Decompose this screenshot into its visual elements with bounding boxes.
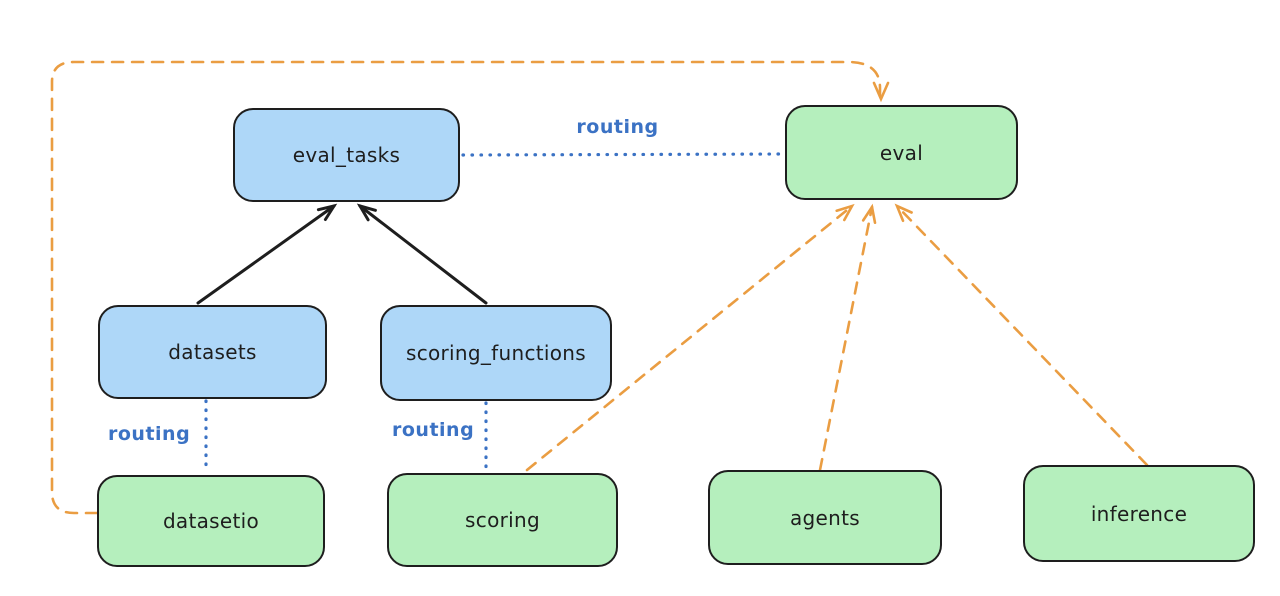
- edge-datasets-to-eval_tasks: [196, 203, 338, 305]
- arrowhead-icon: [894, 203, 913, 223]
- arrowhead-icon: [356, 203, 377, 222]
- node-datasets-label: datasets: [168, 340, 257, 364]
- node-scoring-label: scoring: [465, 508, 540, 532]
- node-datasets: datasets: [98, 305, 327, 399]
- edge-eval_tasks-to-eval-routing: [461, 152, 788, 157]
- node-scoring-functions: scoring_functions: [380, 305, 612, 401]
- node-inference-label: inference: [1090, 501, 1188, 526]
- routing-label-scoring_functions-scoring: routing: [392, 419, 475, 441]
- node-agents: agents: [708, 470, 942, 565]
- node-scoring: scoring: [387, 473, 618, 567]
- arrowhead-icon: [316, 203, 338, 221]
- edge-scoring_functions-to-eval_tasks: [356, 203, 488, 305]
- edge-scoring-to-eval: [525, 203, 855, 472]
- node-eval-tasks: eval_tasks: [233, 108, 460, 202]
- node-datasetio: datasetio: [97, 475, 325, 567]
- node-eval: eval: [785, 105, 1018, 200]
- edge-datasetio-to-eval: [50, 60, 890, 515]
- node-datasetio-label: datasetio: [162, 509, 260, 533]
- edge-agents-to-eval: [818, 203, 877, 472]
- arrowhead-icon: [861, 203, 877, 224]
- arrowhead-icon: [835, 203, 855, 222]
- routing-label-datasets-datasetio: routing: [108, 423, 191, 445]
- edge-inference-to-eval: [894, 203, 1149, 467]
- node-eval-label: eval: [879, 140, 924, 165]
- routing-label-eval_tasks-eval: routing: [576, 116, 659, 138]
- node-agents-label: agents: [790, 505, 860, 530]
- node-scoring-functions-label: scoring_functions: [405, 341, 587, 365]
- arrowhead-icon: [872, 81, 890, 103]
- node-eval-tasks-label: eval_tasks: [292, 143, 401, 167]
- node-inference: inference: [1023, 465, 1255, 562]
